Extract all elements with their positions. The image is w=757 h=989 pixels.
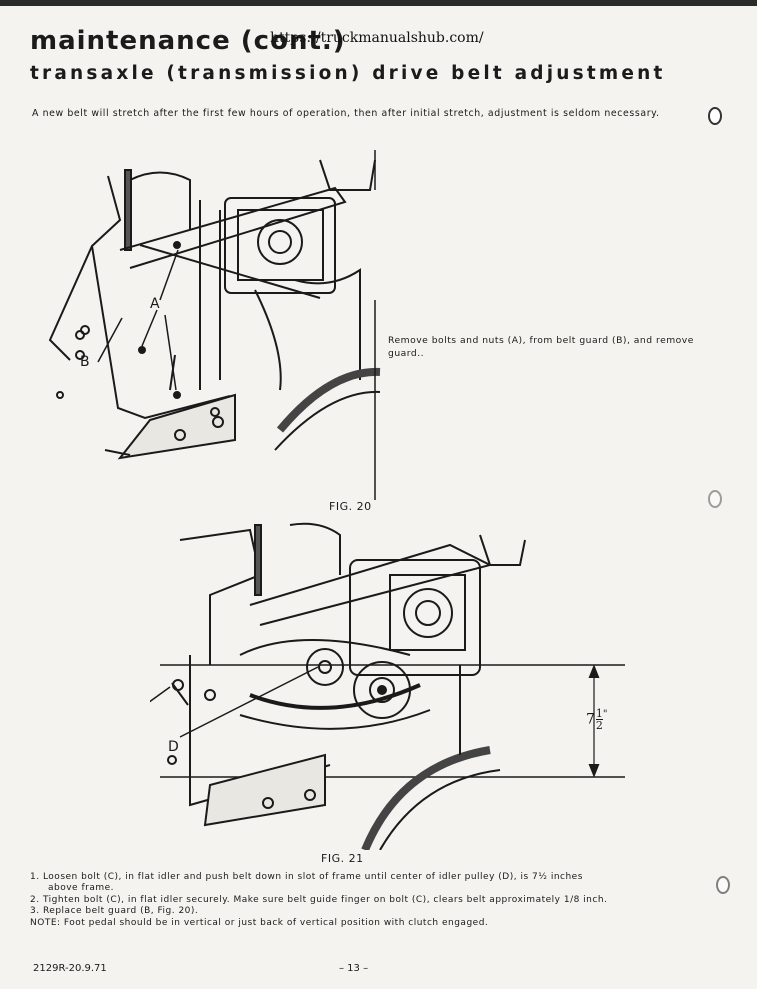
binder-hole-middle: [708, 490, 722, 508]
page-title: maintenance (cont.): [30, 26, 346, 56]
fig20-label: FIG. 20: [329, 500, 372, 513]
instruction-steps: 1. Loosen bolt (C), in flat idler and pu…: [30, 872, 730, 929]
page-number: – 13 –: [339, 963, 369, 974]
source-url[interactable]: https://truckmanualshub.com/: [270, 30, 484, 46]
binder-hole-bottom: [716, 876, 730, 894]
document-code: 2129R-20.9.71: [33, 963, 107, 974]
page-top-edge: [0, 0, 757, 6]
binder-hole-top: [708, 107, 722, 125]
callout-b: B: [80, 354, 90, 370]
fig20-illustration: A B: [48, 150, 381, 500]
callout-d: D: [168, 739, 179, 755]
step-2: 2. Tighten bolt (C), in flat idler secur…: [30, 894, 608, 905]
callout-a: A: [150, 296, 160, 312]
note: NOTE: Foot pedal should be in vertical o…: [30, 917, 489, 928]
dimension-whole: 7: [586, 711, 595, 728]
fig20-caption: Remove bolts and nuts (A), from belt gua…: [388, 335, 694, 359]
step-1-continued: above frame.: [48, 883, 115, 894]
dimension-numerator: 1: [595, 707, 603, 720]
step-1: 1. Loosen bolt (C), in flat idler and pu…: [30, 872, 583, 882]
step-3: 3. Replace belt guard (B, Fig. 20).: [30, 906, 199, 917]
fig21-label: FIG. 21: [321, 852, 364, 865]
section-subtitle: transaxle (transmission) drive belt adju…: [30, 63, 666, 84]
dimension-denominator: 2: [595, 719, 603, 732]
intro-paragraph: A new belt will stretch after the first …: [32, 108, 660, 119]
dimension-unit: ": [602, 709, 608, 720]
fig21-illustration: C D: [150, 522, 625, 850]
